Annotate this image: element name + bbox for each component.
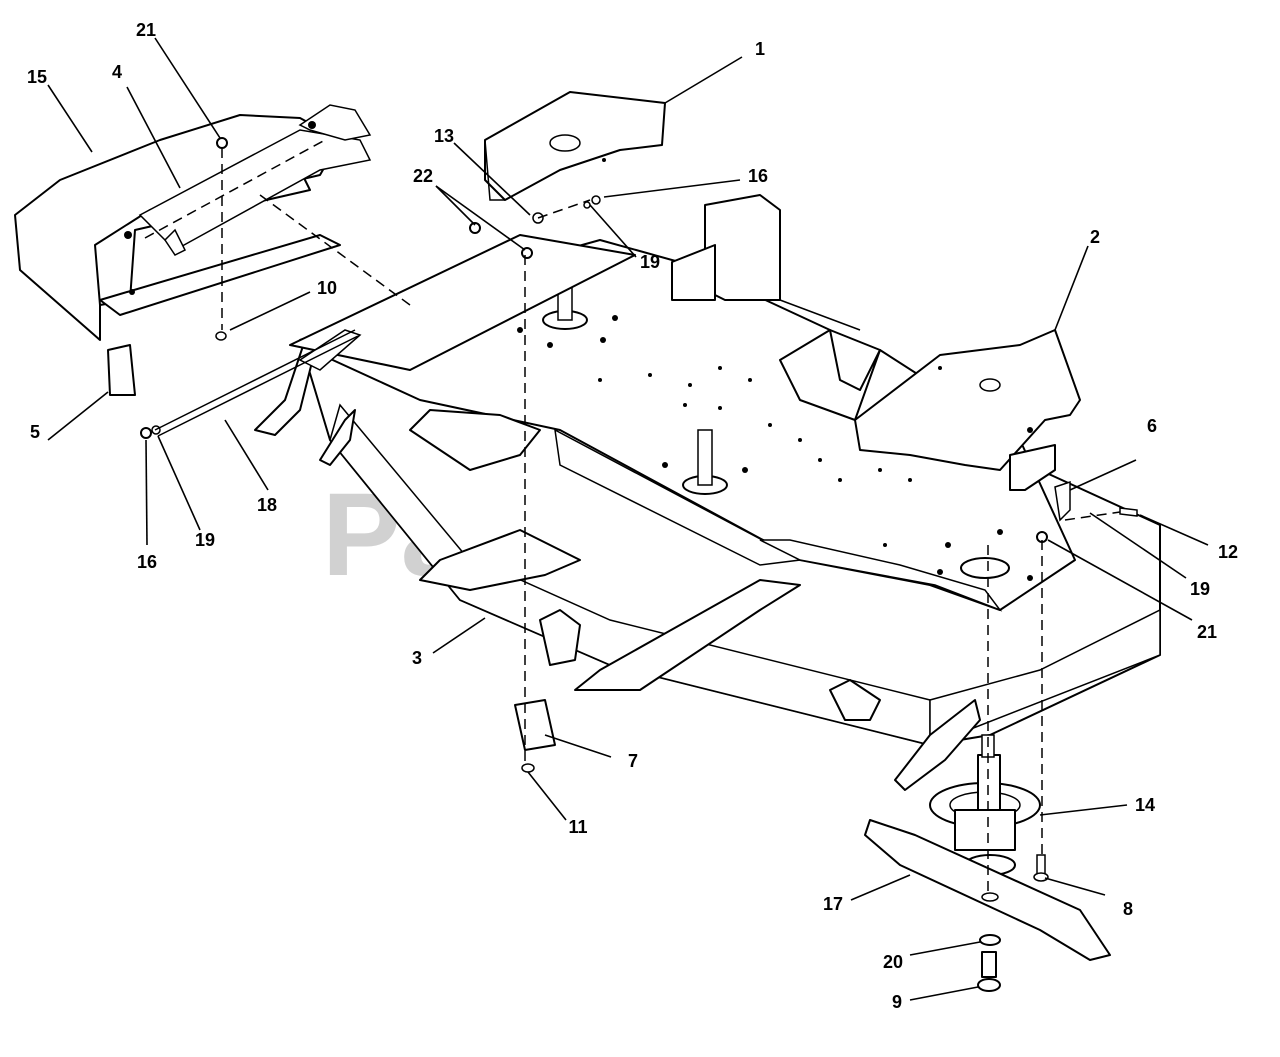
rear-wall (671, 194, 861, 331)
callout-22: 22 (413, 166, 433, 186)
assembly-lines (144, 139, 1121, 895)
belt-cover-2 (854, 329, 1081, 491)
callout-19-left: 19 (195, 530, 215, 550)
callout-16-left: 16 (137, 552, 157, 572)
callout-3: 3 (412, 648, 422, 668)
callout-leaders (47, 37, 1209, 1001)
callout-12: 12 (1218, 542, 1238, 562)
callout-labels: 1 2 3 4 5 6 7 8 9 10 11 12 13 14 15 16 1… (27, 20, 1238, 1012)
callout-16-top: 16 (748, 166, 768, 186)
callout-5: 5 (30, 422, 40, 442)
callout-21-top: 21 (136, 20, 156, 40)
discharge-chute (14, 104, 372, 396)
callout-14: 14 (1135, 795, 1155, 815)
callout-20: 20 (883, 952, 903, 972)
callout-10: 10 (317, 278, 337, 298)
callout-1: 1 (755, 39, 765, 59)
callout-15: 15 (27, 67, 47, 87)
callout-9: 9 (892, 992, 902, 1012)
mower-deck (254, 239, 1161, 791)
callout-21-right: 21 (1197, 622, 1217, 642)
callout-7: 7 (628, 751, 638, 771)
callout-4: 4 (112, 62, 122, 82)
callout-2: 2 (1090, 227, 1100, 247)
callout-19-top: 19 (640, 252, 660, 272)
callout-8: 8 (1123, 899, 1133, 919)
callout-13: 13 (434, 126, 454, 146)
belt-cover-1 (484, 91, 666, 201)
callout-6: 6 (1147, 416, 1157, 436)
callout-11: 11 (568, 817, 587, 837)
callout-17: 17 (823, 894, 843, 914)
callout-18: 18 (257, 495, 277, 515)
callout-19-right: 19 (1190, 579, 1210, 599)
deck-bolt-holes (517, 315, 1033, 581)
